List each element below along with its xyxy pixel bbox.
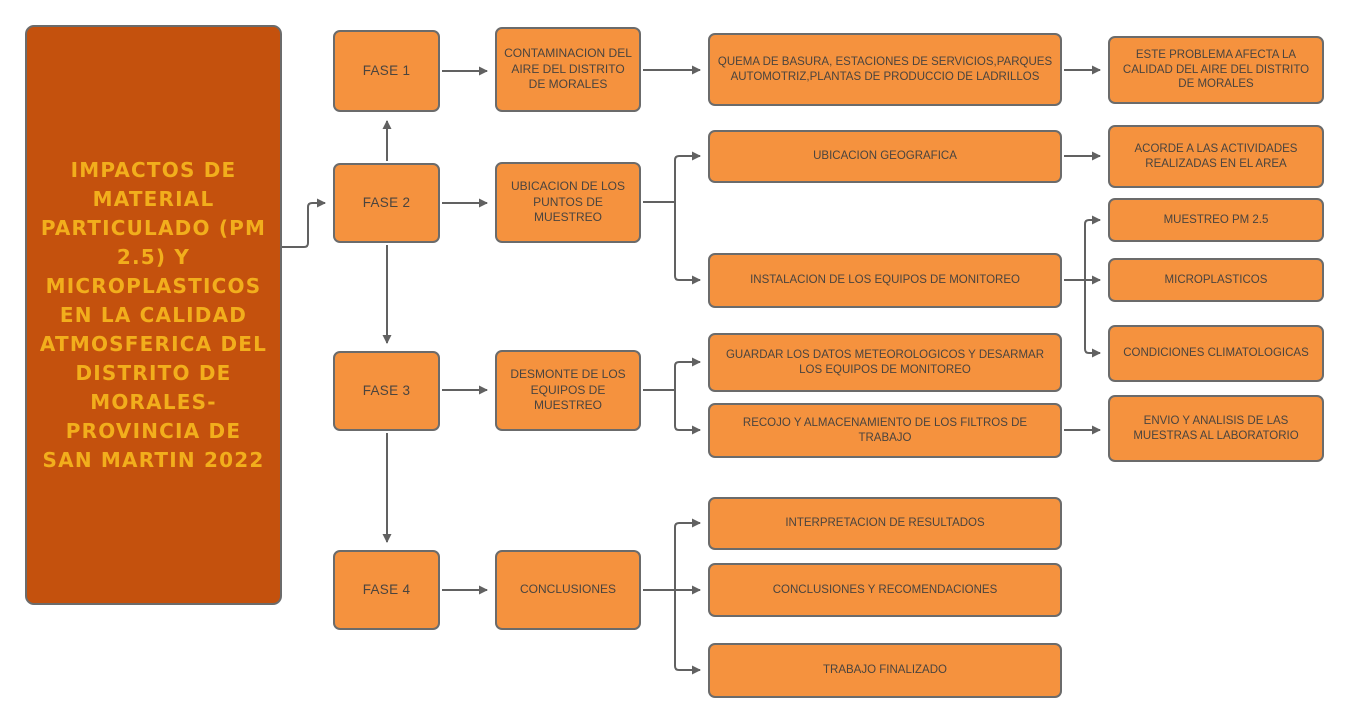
connector-conclusiones-trabajo [674, 590, 701, 675]
node-label: MUESTREO PM 2.5 [1163, 213, 1269, 226]
node-label: UBICACION GEOGRAFICA [813, 150, 957, 163]
connector-ubicacion-instalacion [674, 202, 701, 285]
node-microplasticos: MICROPLASTICOS [1108, 258, 1324, 302]
node-label: GUARDAR LOS DATOS METEOROLOGICOS Y DESAR… [725, 348, 1045, 376]
node-recojo: RECOJO Y ALMACENAMIENTO DE LOS FILTROS D… [708, 403, 1062, 458]
title-label: IMPACTOS DE MATERIAL PARTICULADO (PM 2.5… [39, 157, 268, 472]
node-trabajo-finalizado: TRABAJO FINALIZADO [708, 643, 1062, 698]
node-label: CONCLUSIONES Y RECOMENDACIONES [772, 583, 998, 596]
node-label: MICROPLASTICOS [1164, 273, 1268, 286]
node-label: FASE 4 [362, 582, 411, 598]
node-fase2: FASE 2 [333, 163, 440, 243]
connector-desmonte-guardar [674, 357, 701, 390]
node-label: INTERPRETACION DE RESULTADOS [785, 517, 985, 530]
node-fase1: FASE 1 [333, 30, 440, 112]
connector-title-fase2 [282, 198, 326, 248]
node-label: FASE 1 [362, 63, 411, 79]
node-title: IMPACTOS DE MATERIAL PARTICULADO (PM 2.5… [25, 25, 282, 605]
node-condiciones-climatologicas: CONDICIONES CLIMATOLOGICAS [1108, 325, 1324, 382]
node-instalacion: INSTALACION DE LOS EQUIPOS DE MONITOREO [708, 253, 1062, 308]
connector-ubicacion-geo [674, 151, 701, 202]
node-label: ESTE PROBLEMA AFECTA LA CALIDAD DEL AIRE… [1122, 48, 1310, 91]
node-label: INSTALACION DE LOS EQUIPOS DE MONITOREO [750, 274, 1020, 287]
node-label: FASE 2 [362, 195, 411, 211]
node-label: QUEMA DE BASURA, ESTACIONES DE SERVICIOS… [717, 55, 1053, 83]
node-conclusiones: CONCLUSIONES [495, 550, 641, 630]
node-ubicacion-geografica: UBICACION GEOGRAFICA [708, 130, 1062, 183]
node-fase4: FASE 4 [333, 550, 440, 630]
connector-desmonte-recojo [674, 390, 701, 435]
node-acorde: ACORDE A LAS ACTIVIDADES REALIZADAS EN E… [1108, 125, 1324, 188]
node-label: FASE 3 [362, 383, 411, 399]
node-ubicacion-puntos: UBICACION DE LOS PUNTOS DE MUESTREO [495, 162, 641, 243]
node-fase3: FASE 3 [333, 351, 440, 431]
node-label: ENVIO Y ANALISIS DE LAS MUESTRAS AL LABO… [1133, 414, 1299, 442]
node-envio-analisis: ENVIO Y ANALISIS DE LAS MUESTRAS AL LABO… [1108, 395, 1324, 462]
node-label: CONTAMINACION DEL AIRE DEL DISTRITO DE M… [504, 46, 632, 92]
connector-instalacion-muestreo [1084, 215, 1101, 280]
node-desmonte: DESMONTE DE LOS EQUIPOS DE MUESTREO [495, 350, 641, 431]
node-guardar: GUARDAR LOS DATOS METEOROLOGICOS Y DESAR… [708, 333, 1062, 392]
node-conclusiones-recomendaciones: CONCLUSIONES Y RECOMENDACIONES [708, 563, 1062, 617]
node-label: DESMONTE DE LOS EQUIPOS DE MUESTREO [510, 367, 626, 413]
node-label: CONCLUSIONES [519, 582, 617, 597]
connector-conclusiones-interpretacion [674, 518, 701, 590]
node-quema: QUEMA DE BASURA, ESTACIONES DE SERVICIOS… [708, 33, 1062, 106]
node-este-problema: ESTE PROBLEMA AFECTA LA CALIDAD DEL AIRE… [1108, 36, 1324, 104]
node-label: TRABAJO FINALIZADO [823, 664, 947, 677]
node-interpretacion: INTERPRETACION DE RESULTADOS [708, 497, 1062, 550]
node-label: ACORDE A LAS ACTIVIDADES REALIZADAS EN E… [1134, 142, 1298, 170]
node-label: UBICACION DE LOS PUNTOS DE MUESTREO [510, 179, 626, 225]
node-contaminacion: CONTAMINACION DEL AIRE DEL DISTRITO DE M… [495, 27, 641, 112]
connector-instalacion-condiciones [1084, 280, 1101, 358]
node-label: CONDICIONES CLIMATOLOGICAS [1123, 347, 1309, 360]
node-muestreo-pm25: MUESTREO PM 2.5 [1108, 198, 1324, 242]
node-label: RECOJO Y ALMACENAMIENTO DE LOS FILTROS D… [742, 416, 1028, 444]
